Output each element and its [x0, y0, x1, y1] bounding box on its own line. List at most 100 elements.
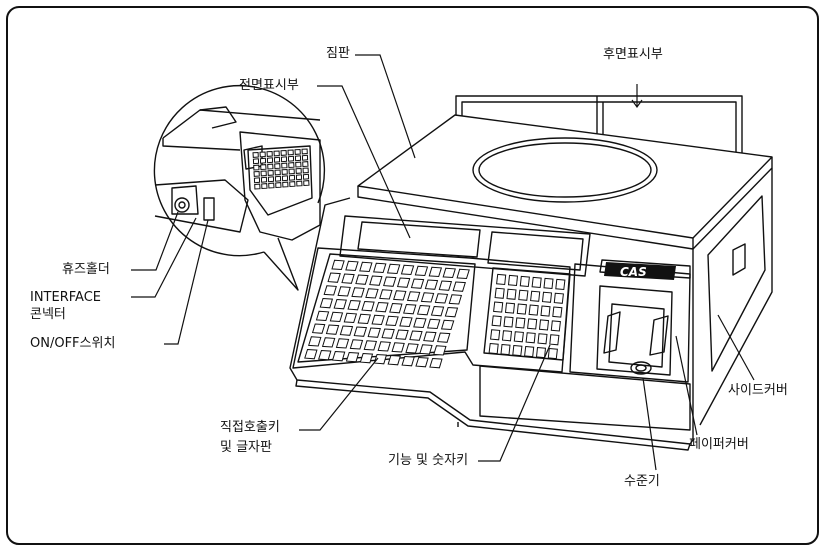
direct-key [385, 315, 399, 327]
direct-key [335, 338, 350, 349]
label-rear-display: 후면표시부 [603, 47, 663, 62]
numeric-key [494, 287, 505, 299]
inset-key [266, 150, 273, 157]
inset-key [281, 175, 289, 182]
inset-key [253, 164, 260, 171]
direct-key [357, 313, 371, 325]
inset-key [301, 148, 308, 155]
numeric-key [540, 305, 551, 317]
inset-key [267, 163, 274, 170]
numeric-key [507, 274, 519, 287]
inset-key [281, 168, 288, 175]
inset-key [254, 183, 261, 190]
label-direct-keys: 직접호출키 [220, 420, 280, 435]
direct-key [339, 325, 354, 336]
numeric-key [490, 329, 501, 341]
keyboard-panel [292, 247, 691, 431]
direct-key [419, 344, 433, 355]
inset-key [260, 176, 268, 183]
direct-key [311, 323, 326, 334]
direct-key [405, 343, 419, 354]
direct-key [448, 294, 463, 305]
label-function-keys: 기능 및 숫자키 [388, 453, 469, 468]
numeric-key [503, 316, 514, 328]
direct-key [333, 298, 347, 310]
direct-key [442, 267, 456, 279]
direct-key [345, 351, 360, 363]
inset-key [260, 164, 267, 171]
inset-key [302, 173, 310, 180]
label-side-cover: 사이드커버 [728, 383, 788, 398]
inset-key [302, 167, 309, 174]
inset-key [301, 154, 309, 161]
inset-key [280, 156, 288, 163]
numeric-key [555, 278, 566, 291]
direct-key [343, 312, 358, 324]
direct-key [353, 326, 368, 337]
direct-key [345, 260, 359, 272]
numeric-key [541, 291, 553, 303]
numeric-key [549, 334, 560, 346]
inset-key [303, 180, 310, 187]
numeric-key [504, 302, 516, 314]
direct-key [433, 345, 447, 356]
numeric-key [537, 333, 548, 345]
direct-key [355, 274, 369, 285]
direct-key [434, 293, 449, 304]
inset-key [280, 149, 287, 156]
direct-key [361, 300, 375, 312]
direct-key [349, 339, 364, 350]
direct-key [319, 297, 334, 309]
numeric-key [535, 346, 547, 359]
direct-key [428, 266, 443, 278]
inset-key [288, 168, 295, 175]
inset-key [294, 148, 301, 155]
direct-key [406, 291, 421, 302]
numeric-key [547, 347, 558, 360]
direct-key [386, 263, 401, 275]
direct-key [383, 276, 397, 287]
direct-key [365, 288, 379, 299]
scale-body [289, 168, 773, 451]
direct-key [379, 289, 393, 300]
numeric-key [506, 288, 517, 300]
inset-key [295, 161, 302, 168]
direct-key [427, 318, 441, 330]
numeric-key [488, 342, 499, 355]
direct-key [331, 259, 345, 271]
numeric-key [543, 277, 554, 290]
inset-key [253, 177, 261, 184]
direct-key [373, 262, 387, 274]
direct-key [423, 331, 437, 342]
direct-key [456, 268, 470, 280]
direct-key [359, 352, 374, 364]
direct-key-grid [304, 259, 470, 369]
label-weighing-pan: 짐판 [326, 46, 350, 61]
inset-key [295, 167, 302, 174]
direct-key [387, 354, 401, 366]
inset-key [287, 149, 294, 156]
numeric-key [550, 320, 561, 332]
label-onoff-switch: ON/OFF스위치 [30, 336, 116, 351]
direct-key [416, 304, 431, 316]
direct-key [391, 342, 405, 353]
label-connector: 콘넥터 [30, 307, 66, 322]
numeric-key [552, 306, 563, 318]
inset-key-grid [252, 148, 310, 190]
inset-key [274, 163, 281, 170]
numeric-key [553, 292, 564, 304]
direct-key [321, 337, 336, 348]
numeric-key [496, 273, 507, 286]
direct-key [396, 277, 411, 288]
direct-key [367, 327, 381, 338]
direct-key [337, 286, 351, 297]
numeric-key [530, 290, 541, 302]
direct-key [452, 281, 466, 292]
numeric-key [519, 275, 530, 288]
direct-key [327, 272, 341, 283]
direct-key [375, 301, 389, 313]
inset-key [295, 174, 303, 181]
rear-display-pole [455, 95, 743, 158]
numeric-key [515, 317, 526, 329]
inset-key [268, 182, 275, 189]
